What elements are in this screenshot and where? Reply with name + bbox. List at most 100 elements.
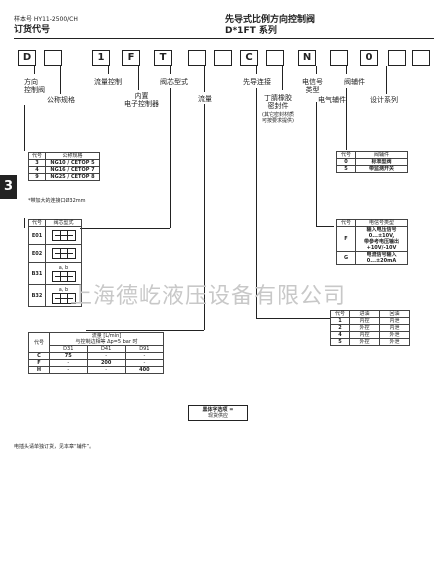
table-cell: 3: [28, 159, 46, 167]
route-line: [256, 88, 257, 318]
label-line: 方向: [24, 78, 38, 86]
code-box: F: [122, 50, 140, 66]
table-cell: -: [49, 359, 88, 367]
spool-symbol: a, b: [45, 284, 82, 307]
table-row: C 75 - -: [28, 352, 165, 360]
table-header: 进油: [349, 310, 380, 318]
table-cell: -: [49, 366, 88, 374]
table-header: 公称规格: [45, 152, 100, 160]
table-row: E02: [28, 244, 82, 263]
leader-line: [316, 66, 317, 74]
leader-line: [204, 66, 205, 92]
code-box: N: [298, 50, 316, 66]
leader-line: [60, 66, 61, 94]
table-header-row: 代号 公称规格: [28, 152, 100, 160]
table-row: 5 外控 外泄: [330, 338, 410, 346]
table-cell: 内控: [349, 331, 380, 339]
code-box: C: [240, 50, 258, 66]
label-line: (其它密封材质: [262, 112, 294, 118]
label-design: 设计系列: [370, 96, 398, 104]
table-cell: 内泄: [379, 317, 410, 325]
table-cell: 内控: [349, 317, 380, 325]
route-line: [346, 88, 347, 150]
table-row: F 输入电压信号 0...±10V, 带参考电压输出 +10V/-10V: [336, 226, 408, 252]
signal-line: 输入电压信号: [366, 227, 397, 233]
spool-table: 代号 阀芯型式 E01 E02 B31 a, b B32 a, b: [28, 219, 82, 307]
table-cell: 外泄: [379, 331, 410, 339]
size-table: 代号 公称规格 3 NG10 / CETOP 5 4 NG16 / CETOP …: [28, 152, 100, 181]
table-row: F - 200 -: [28, 359, 165, 367]
table-cell: -: [86, 352, 126, 360]
leader-line: [386, 66, 387, 94]
table-cell: NG25 / CETOP 8: [45, 173, 100, 181]
route-line: [24, 105, 25, 151]
table-cell: 200: [86, 359, 126, 367]
table-cell: 内泄: [379, 324, 410, 332]
table-row: B32 a, b: [28, 284, 82, 307]
table-header-row: 代号 阀芯型式: [28, 219, 82, 227]
table-header: D31: [49, 345, 88, 353]
code-box: D: [18, 50, 36, 66]
table-header-row: 代号 阀辅件: [336, 151, 408, 159]
route-line: [204, 104, 205, 330]
table-cell: 带监测开关: [355, 165, 408, 173]
product-title: 先导式比例方向控制阀: [225, 15, 316, 25]
table-header-row: 代号 电信号类型: [336, 219, 408, 227]
leader-line: [256, 66, 257, 74]
table-row: G 电流信号输入 0...±20mA: [336, 251, 408, 265]
label-line: 丁腈橡胶: [263, 94, 292, 102]
table-row: 4 内控 外泄: [330, 331, 410, 339]
spool-port-label: a, b: [58, 265, 69, 271]
table-header: 阀辅件: [355, 151, 408, 159]
table-cell: H: [28, 366, 50, 374]
table-cell: 输入电压信号 0...±10V, 带参考电压输出 +10V/-10V: [355, 226, 408, 252]
table-cell: NG10 / CETOP 5: [45, 159, 100, 167]
spool-symbol: a, b: [45, 262, 82, 285]
table-cell: 75: [49, 352, 88, 360]
series-label: D*1FT 系列: [225, 26, 277, 36]
route-line: [256, 318, 330, 319]
signal-line: 0...±10V,: [368, 233, 395, 239]
spool-symbol: [45, 226, 82, 245]
label-line: 类型: [305, 86, 320, 94]
label-direction-valve: 方向 控制阀: [24, 78, 45, 94]
table-header: 流量 [L/min] 与控制边相等 Δp=5 bar 时: [49, 332, 164, 346]
label-line: 控制阀: [24, 86, 45, 94]
label-built-in: 内置 电子控制器: [124, 92, 159, 108]
table-cell: C: [28, 352, 50, 360]
route-line: [170, 88, 171, 228]
route-line: [80, 228, 170, 229]
table-row: 9 NG25 / CETOP 8: [28, 173, 100, 181]
leader-line: [108, 66, 109, 74]
signal-line: 0...±20mA: [366, 258, 397, 264]
table-cell: 5: [336, 165, 356, 173]
table-cell: 1: [330, 317, 350, 325]
table-row: 5 带监测开关: [336, 165, 408, 173]
table-row: H - - 400: [28, 366, 165, 374]
header-divider: [14, 38, 434, 39]
table-header: 代号: [28, 332, 50, 353]
table-cell: 2: [330, 324, 350, 332]
table-header: 回油: [379, 310, 410, 318]
table-header: 代号: [28, 219, 46, 227]
table-header-row: D31 D41 D91: [29, 345, 165, 353]
section-tab: 3: [0, 175, 17, 199]
table-row: B31 a, b: [28, 262, 82, 285]
table-cell: 电流信号输入 0...±20mA: [355, 251, 408, 265]
product-series: D*1FT 系列: [225, 26, 277, 36]
spool-symbol-icon: [51, 293, 76, 304]
flow-header-line: 流量 [L/min]: [91, 333, 122, 339]
table-header: 代号: [28, 152, 46, 160]
signal-line: 电流信号输入: [366, 252, 397, 258]
table-header: D41: [86, 345, 126, 353]
table-cell: 0: [336, 158, 356, 166]
spool-symbol-icon: [51, 248, 76, 259]
route-line: [316, 102, 317, 226]
flow-table: 代号 流量 [L/min] 与控制边相等 Δp=5 bar 时 D31 D41 …: [28, 332, 165, 374]
label-nominal-size: 公称规格: [47, 96, 75, 104]
note-line: 现货供应: [207, 413, 228, 419]
label-pilot-conn: 先导连接: [243, 78, 271, 86]
spool-symbol: [45, 244, 82, 263]
route-line: [24, 218, 25, 228]
table-cell: 标准型阀: [355, 158, 408, 166]
